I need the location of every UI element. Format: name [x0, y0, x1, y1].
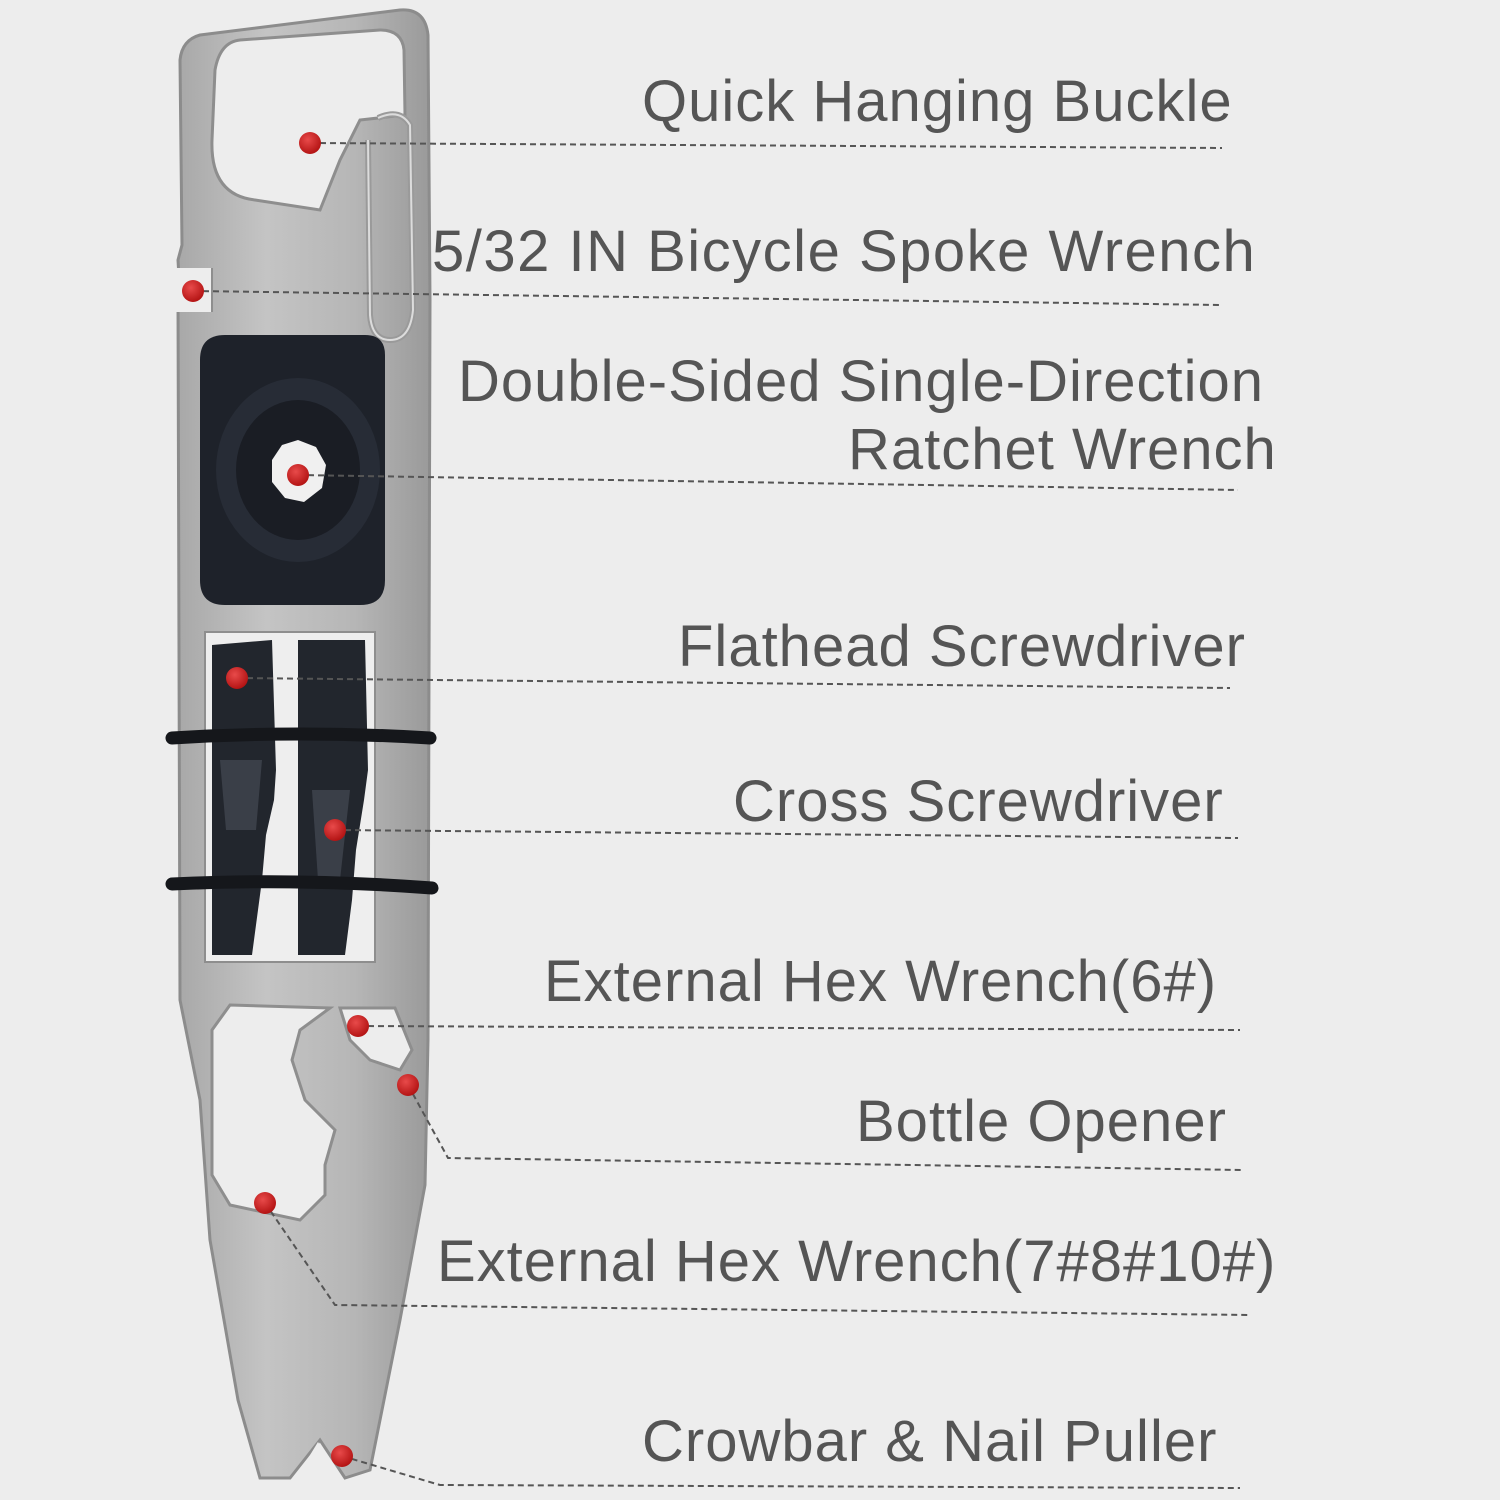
- label-cross-screwdriver: Cross Screwdriver: [733, 769, 1224, 834]
- label-flathead-screwdriver: Flathead Screwdriver: [678, 614, 1246, 679]
- leader-line-external-hex-wrench-7-8-10: [264, 1202, 1251, 1316]
- callout-markers: [182, 132, 419, 1467]
- hanging-buckle-hole: [210, 28, 407, 212]
- leader-line-flathead-screwdriver: [236, 677, 1231, 689]
- rubber-band-bottom: [165, 875, 439, 895]
- marker-crowbar-nail-puller: [331, 1445, 353, 1467]
- label-bottle-opener: Bottle Opener: [856, 1089, 1227, 1154]
- marker-ratchet-wrench: [287, 464, 309, 486]
- leader-line-external-hex-wrench-6: [357, 1025, 1241, 1031]
- label-ratchet-wrench-line1: Double-Sided Single-Direction: [458, 349, 1264, 414]
- label-external-hex-wrench-7-8-10: External Hex Wrench(7#8#10#): [437, 1229, 1277, 1294]
- rubber-band-top: [165, 727, 437, 745]
- label-ratchet-wrench-line2: Ratchet Wrench: [848, 417, 1277, 482]
- marker-quick-hanging-buckle: [299, 132, 321, 154]
- leader-line-bicycle-spoke-wrench: [192, 290, 1223, 306]
- hex-opener-cutout: [210, 1003, 337, 1222]
- leader-line-cross-screwdriver: [334, 829, 1239, 839]
- leader-lines: [192, 142, 1251, 1489]
- marker-bottle-opener: [397, 1074, 419, 1096]
- label-quick-hanging-buckle: Quick Hanging Buckle: [642, 69, 1233, 134]
- leader-line-quick-hanging-buckle: [309, 142, 1223, 149]
- leader-line-bottle-opener: [407, 1084, 1243, 1171]
- marker-flathead-screwdriver: [226, 667, 248, 689]
- marker-external-hex-wrench-7-8-10: [254, 1192, 276, 1214]
- label-crowbar-nail-puller: Crowbar & Nail Puller: [642, 1409, 1218, 1474]
- crowbar-fork: [296, 1442, 340, 1478]
- label-bicycle-spoke-wrench: 5/32 IN Bicycle Spoke Wrench: [432, 219, 1257, 284]
- marker-bicycle-spoke-wrench: [182, 280, 204, 302]
- marker-external-hex-wrench-6: [347, 1015, 369, 1037]
- leader-line-ratchet-wrench: [297, 474, 1239, 491]
- marker-cross-screwdriver: [324, 819, 346, 841]
- label-external-hex-wrench-6: External Hex Wrench(6#): [544, 949, 1218, 1014]
- leader-line-crowbar-nail-puller: [341, 1455, 1241, 1489]
